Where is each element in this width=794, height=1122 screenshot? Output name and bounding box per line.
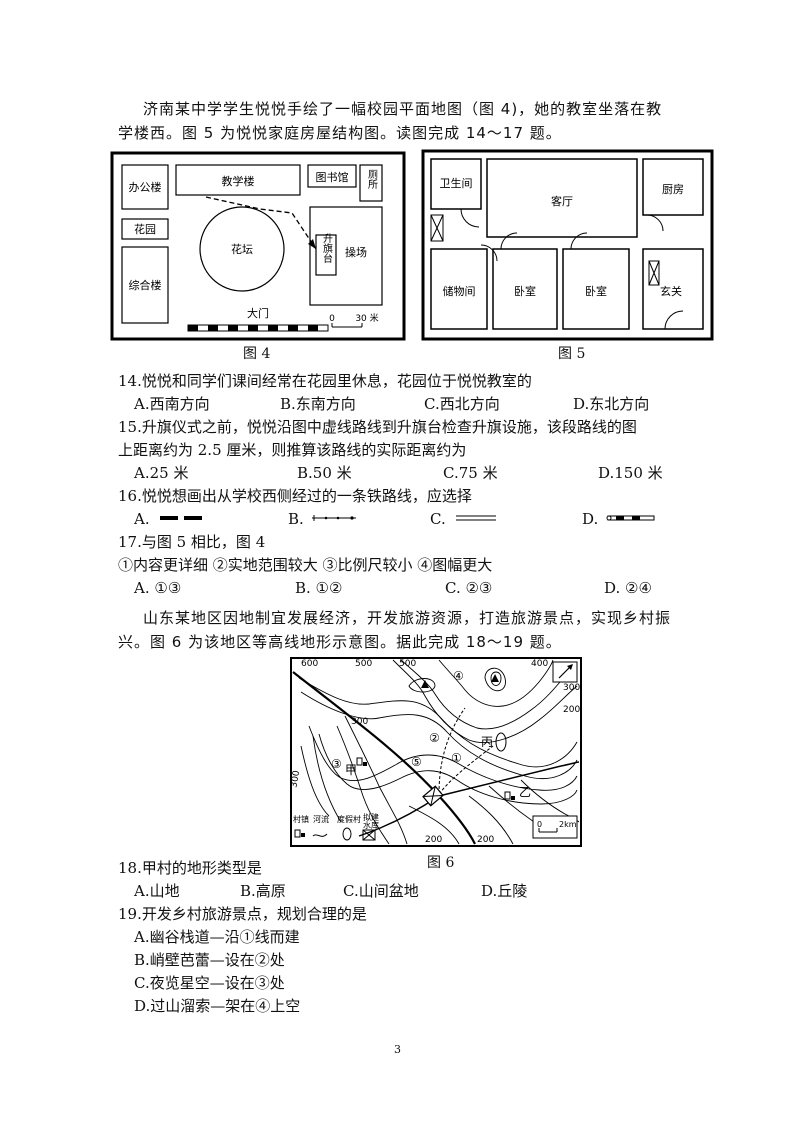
label-library: 图书馆 xyxy=(316,170,349,184)
label-storage: 储物间 xyxy=(443,284,476,298)
question-17-option-d[interactable]: D. ②④ xyxy=(604,579,652,597)
question-14-stem: 14.悦悦和同学们课间经常在花园里休息，花园位于悦悦教室的 xyxy=(118,372,532,390)
point-5: ⑤ xyxy=(411,755,422,769)
question-15-option-c[interactable]: C.75 米 xyxy=(443,464,498,482)
intro-paragraph-2-line-1: 山东某地区因地制宜发展经济，开发旅游资源，打造旅游景点，实现乡村振 xyxy=(143,609,672,627)
question-15-option-b[interactable]: B.50 米 xyxy=(297,464,352,482)
contour-label-300-c: 300 xyxy=(289,770,302,789)
question-16-option-c[interactable]: C. xyxy=(430,510,446,528)
label-flag-platform: 升旗台 xyxy=(321,233,333,264)
page-number: 3 xyxy=(394,1043,401,1056)
figure-6-caption: 图 6 xyxy=(427,855,455,871)
option-d-symbol xyxy=(606,515,655,521)
figure-4-caption: 图 4 xyxy=(243,346,271,362)
question-16-option-b[interactable]: B. xyxy=(288,510,304,528)
label-garden: 花园 xyxy=(134,223,156,236)
question-19-option-a[interactable]: A.幽谷栈道—沿①线而建 xyxy=(134,928,300,946)
point-3: ③ xyxy=(331,757,342,771)
question-18-stem: 18.甲村的地形类型是 xyxy=(118,859,262,877)
option-a-symbol xyxy=(160,516,202,520)
label-kitchen: 厨房 xyxy=(662,183,684,196)
label-office: 办公楼 xyxy=(129,180,162,194)
question-14-option-b[interactable]: B.东南方向 xyxy=(280,395,356,413)
contour-label-300-b: 300 xyxy=(351,717,368,727)
contour-label-600: 600 xyxy=(301,659,318,669)
contour-label-200-b: 200 xyxy=(425,835,442,845)
contour-label-200-a: 200 xyxy=(563,705,580,715)
option-c-symbol xyxy=(456,515,496,521)
question-15-stem-line-1: 15.升旗仪式之前，悦悦沿图中虚线路线到升旗台检查升旗设施，该段路线的图 xyxy=(118,418,637,436)
question-16-option-a[interactable]: A. xyxy=(134,510,150,528)
label-complex-building: 综合楼 xyxy=(129,278,162,292)
svg-text:拟建: 拟建 xyxy=(363,812,379,822)
question-14-option-a[interactable]: A.西南方向 xyxy=(134,395,210,413)
village-bing: 丙 xyxy=(481,735,493,749)
option-b-symbol xyxy=(312,515,356,521)
label-playground: 操场 xyxy=(345,245,367,259)
question-19-option-b[interactable]: B.峭壁芭蕾—设在②处 xyxy=(134,951,285,969)
contour-label-500-b: 500 xyxy=(399,659,416,669)
svg-text:30 米: 30 米 xyxy=(355,312,378,324)
label-flowerbed: 花坛 xyxy=(231,243,253,256)
question-17-option-a[interactable]: A. ①③ xyxy=(134,579,182,597)
svg-text:0: 0 xyxy=(329,314,335,324)
question-18-option-d[interactable]: D.丘陵 xyxy=(481,882,528,900)
intro-paragraph-1-line-2: 学楼西。图 5 为悦悦家庭房屋结构图。读图完成 14～17 题。 xyxy=(118,124,562,142)
question-17-items: ①内容更详细 ②实地范围较大 ③比例尺较小 ④图幅更大 xyxy=(118,556,493,574)
label-toilet: 厕所 xyxy=(366,169,378,190)
question-19-stem: 19.开发乡村旅游景点，规划合理的是 xyxy=(118,905,367,923)
fig4-scale-bar: 0 30 米 xyxy=(329,312,379,328)
svg-text:河流: 河流 xyxy=(313,814,329,824)
label-bedroom-2: 卧室 xyxy=(585,284,607,298)
contour-label-400: 400 xyxy=(531,659,548,669)
svg-text:水库: 水库 xyxy=(363,820,379,830)
village-yi: 乙 xyxy=(519,785,531,799)
question-15-option-d[interactable]: D.150 米 xyxy=(598,464,663,482)
label-bedroom-1: 卧室 xyxy=(514,284,536,298)
question-18-option-a[interactable]: A.山地 xyxy=(134,882,180,900)
intro-paragraph-2-line-2: 兴。图 6 为该地区等高线地形示意图。据此完成 18～19 题。 xyxy=(118,633,562,651)
question-14-option-d[interactable]: D.东北方向 xyxy=(573,395,650,413)
intro-paragraph-1-line-1: 济南某中学学生悦悦手绘了一幅校园平面地图（图 4)，她的教室坐落在教 xyxy=(143,100,663,118)
point-2: ② xyxy=(429,731,440,745)
label-entrance: 玄关 xyxy=(660,284,682,298)
question-17-stem: 17.与图 5 相比，图 4 xyxy=(118,533,266,551)
fig6-scale-bar: 0 2km xyxy=(532,815,578,839)
svg-text:2km: 2km xyxy=(559,820,577,829)
label-bathroom: 卫生间 xyxy=(440,176,473,190)
question-15-stem-line-2: 上距离约为 2.5 厘米，则推算该路线的实际距离约为 xyxy=(118,441,467,459)
label-living-room: 客厅 xyxy=(551,194,573,208)
figure-5-caption: 图 5 xyxy=(558,346,586,362)
question-15-option-a[interactable]: A.25 米 xyxy=(134,464,189,482)
svg-text:度假村: 度假村 xyxy=(337,814,361,824)
village-jia: 甲 xyxy=(345,763,357,777)
gate-bar xyxy=(187,324,329,332)
question-14-option-c[interactable]: C.西北方向 xyxy=(424,395,500,413)
label-teaching-building: 教学楼 xyxy=(222,174,255,188)
question-16-stem: 16.悦悦想画出从学校西侧经过的一条铁路线，应选择 xyxy=(118,487,472,505)
contour-label-200-c: 200 xyxy=(477,835,494,845)
question-19-option-d[interactable]: D.过山溜索—架在④上空 xyxy=(134,997,301,1015)
question-17-option-c[interactable]: C. ②③ xyxy=(445,579,493,597)
contour-label-500-a: 500 xyxy=(355,659,372,669)
figure-5-floor-plan: 卫生间 客厅 厨房 储物间 卧室 卧室 玄关 xyxy=(421,149,714,341)
figure-4-campus-map: 办公楼 教学楼 图书馆 厕所 花园 综合楼 花坛 操场 升旗台 大门 0 30 … xyxy=(110,151,406,341)
question-18-option-c[interactable]: C.山间盆地 xyxy=(343,882,419,900)
question-18-option-b[interactable]: B.高原 xyxy=(240,882,286,900)
fig6-legend: 村镇 河流 度假村 拟建 水库 xyxy=(293,812,379,841)
point-1: ① xyxy=(451,751,462,765)
question-16-option-d[interactable]: D. xyxy=(582,510,599,528)
question-19-option-c[interactable]: C.夜览星空—设在③处 xyxy=(134,974,285,992)
question-17-option-b[interactable]: B. ①② xyxy=(295,579,343,597)
contour-label-300-a: 300 xyxy=(563,683,580,693)
point-4: ④ xyxy=(453,669,464,683)
figure-6-contour-map: 600 500 500 400 300 200 300 300 200 200 … xyxy=(289,657,582,847)
label-gate: 大门 xyxy=(247,306,269,320)
svg-text:0: 0 xyxy=(537,820,542,829)
svg-text:村镇: 村镇 xyxy=(293,814,309,824)
